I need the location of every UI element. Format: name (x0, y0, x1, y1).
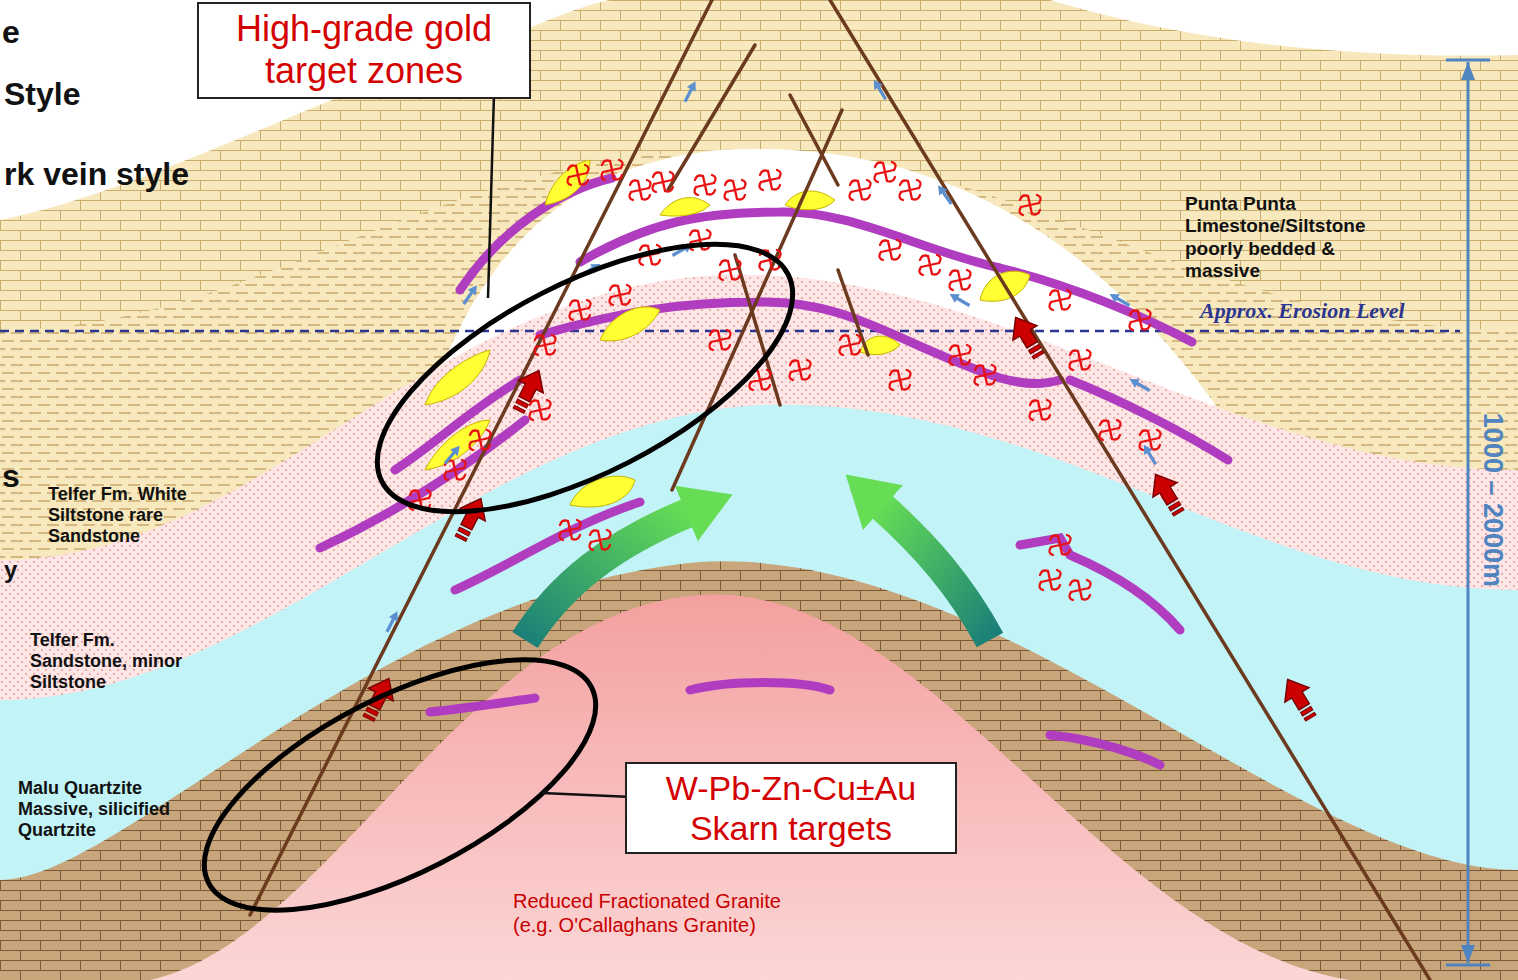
gold-pod (425, 350, 490, 405)
vein (540, 302, 1060, 384)
granite-body (150, 595, 1350, 980)
fluid-arrow (525, 512, 690, 640)
gold-pod (570, 476, 635, 507)
cropped-text: Style (4, 76, 80, 114)
unit-label: Malu Quartzite Massive, silicified Quart… (18, 778, 216, 842)
scale-line (1467, 62, 1470, 963)
cropped-text: s (2, 458, 20, 496)
fluid-arrow (880, 505, 990, 640)
vein (1020, 538, 1180, 630)
vein (690, 683, 830, 691)
vein (320, 420, 525, 548)
callout-box: High-grade gold target zones (197, 2, 531, 99)
scale-head (1461, 62, 1475, 80)
quartzite-layer (0, 405, 1518, 980)
vein (430, 698, 535, 712)
callout-text: W-Pb-Zn-Cu±Au Skarn targets (637, 768, 945, 848)
gold-pods (425, 160, 1030, 507)
callout-text: High-grade gold target zones (209, 8, 519, 93)
cropped-text: rk vein style (4, 156, 189, 194)
blue-flow-arrows (383, 77, 1160, 634)
gold-pod (785, 191, 835, 210)
erosion-label: Approx. Erosion Level (1200, 298, 1405, 324)
cropped-text: y (4, 556, 17, 584)
scale-label: 1000 – 2000m (1476, 413, 1508, 587)
alteration-symbols (409, 160, 1160, 600)
unit-label: Telfer Fm. White Siltstone rare Sandston… (48, 484, 216, 548)
scale-cap (1446, 964, 1490, 967)
unit-label: Punta Punta Limestone/Siltstone poorly b… (1185, 193, 1407, 283)
fault (672, 110, 842, 490)
green-fluid-arrows (525, 505, 990, 640)
vein (1050, 735, 1160, 765)
siltstone-layer (0, 150, 1518, 980)
scale-cap (1446, 59, 1490, 62)
fault (790, 95, 838, 185)
limestone-layer (0, 561, 1518, 980)
scale-head (1461, 945, 1475, 963)
fault (838, 270, 868, 355)
gold-pod (545, 160, 590, 205)
callout-leaders (488, 60, 700, 800)
faults (250, 0, 1430, 980)
gold-pod (600, 307, 660, 341)
gold-pod (660, 198, 710, 217)
fault (668, 45, 755, 190)
callout-box: W-Pb-Zn-Cu±Au Skarn targets (625, 762, 957, 854)
unit-label: Telfer Fm. Sandstone, minor Siltstone (30, 630, 192, 694)
white-siltstone-layer (0, 275, 1518, 980)
granite-label: Reduced Fractionated Granite (e.g. O'Cal… (513, 890, 823, 937)
target-ellipse (339, 190, 832, 566)
vein (580, 212, 1192, 342)
cropped-text: e (2, 14, 20, 52)
